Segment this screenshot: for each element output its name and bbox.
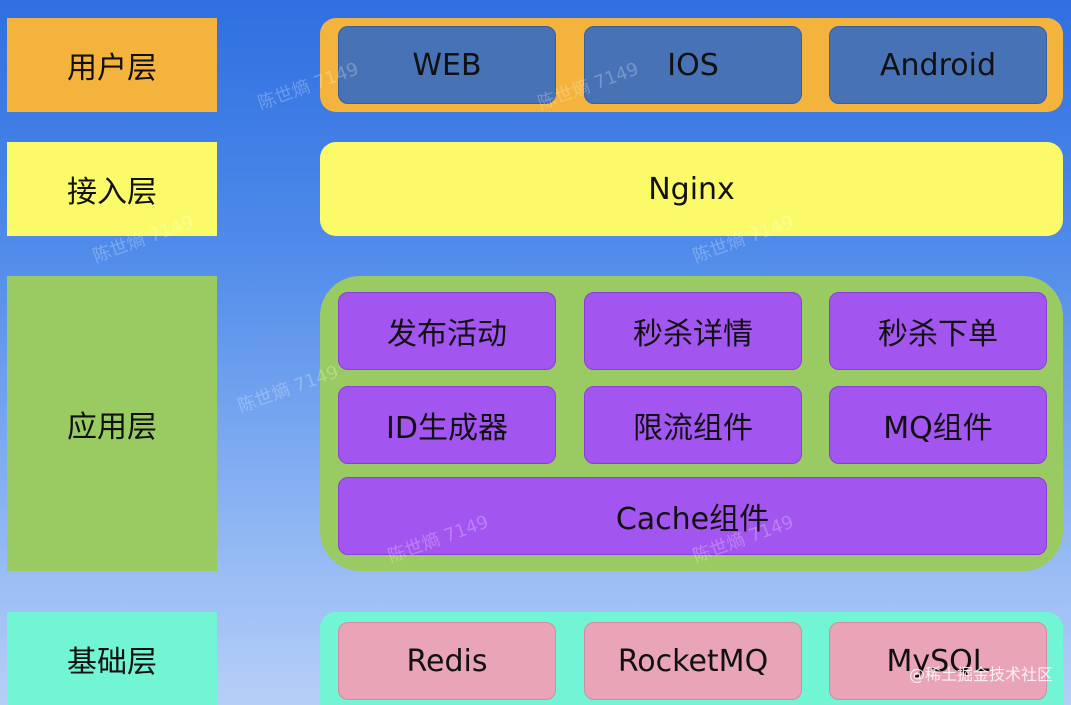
layer-label-app: 应用层 <box>7 276 217 571</box>
app-box-id-generator: ID生成器 <box>338 386 556 464</box>
user-layer-panel: WEB IOS Android <box>320 18 1063 112</box>
layer-label-user: 用户层 <box>7 18 217 112</box>
app-box-publish-activity: 发布活动 <box>338 292 556 370</box>
access-layer-nginx: Nginx <box>320 142 1063 236</box>
storage-box-mysql: MySQL <box>829 622 1047 700</box>
app-box-mq-component: MQ组件 <box>829 386 1047 464</box>
layer-label-base: 基础层 <box>7 612 217 705</box>
app-box-seckill-order: 秒杀下单 <box>829 292 1047 370</box>
layer-label-access: 接入层 <box>7 142 217 236</box>
client-box-ios: IOS <box>584 26 802 104</box>
base-layer-panel: Redis RocketMQ MySQL <box>320 612 1063 705</box>
client-box-web: WEB <box>338 26 556 104</box>
app-box-rate-limit: 限流组件 <box>584 386 802 464</box>
app-layer-panel: 发布活动 秒杀详情 秒杀下单 ID生成器 限流组件 MQ组件 Cache组件 <box>320 276 1063 571</box>
storage-box-redis: Redis <box>338 622 556 700</box>
app-box-seckill-detail: 秒杀详情 <box>584 292 802 370</box>
app-box-cache-component: Cache组件 <box>338 477 1047 555</box>
storage-box-rocketmq: RocketMQ <box>584 622 802 700</box>
footer-watermark: @稀土掘金技术社区 <box>908 665 1053 684</box>
client-box-android: Android <box>829 26 1047 104</box>
